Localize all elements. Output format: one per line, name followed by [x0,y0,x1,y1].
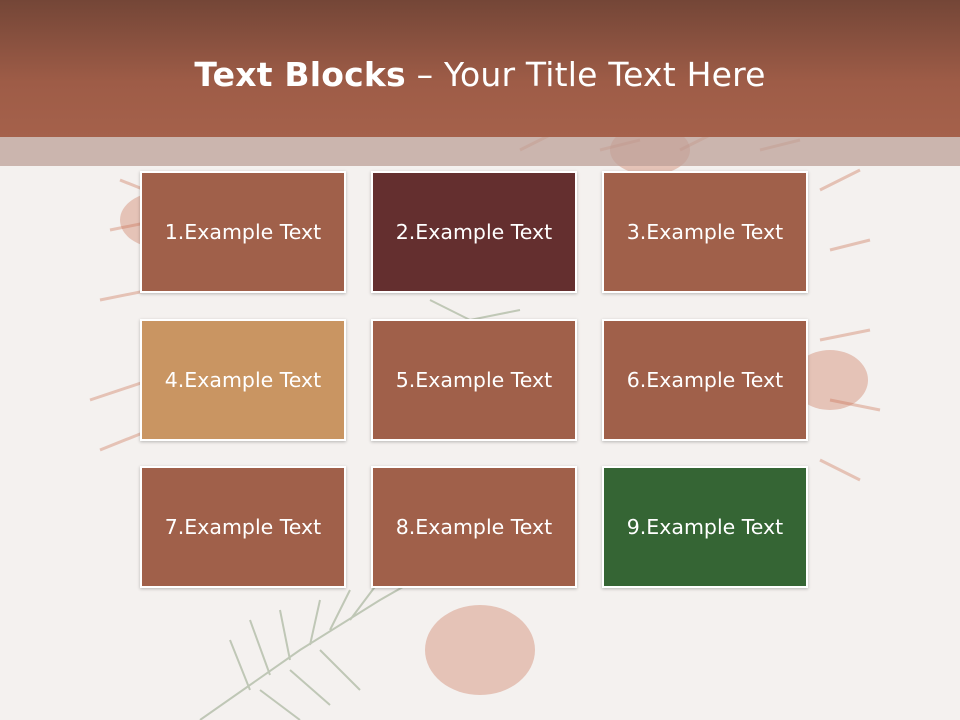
title-rest-part: – Your Title Text Here [405,55,766,94]
text-block-8[interactable]: 8.Example Text [371,466,577,588]
text-block-9[interactable]: 9.Example Text [602,466,808,588]
title-bold-part: Text Blocks [194,55,406,94]
text-block-label: 2.Example Text [395,220,553,244]
text-block-4[interactable]: 4.Example Text [140,319,346,441]
text-block-1[interactable]: 1.Example Text [140,171,346,293]
text-block-label: 1.Example Text [164,220,322,244]
slide-title: Text Blocks – Your Title Text Here [194,55,765,94]
title-bar: Text Blocks – Your Title Text Here [0,0,960,137]
text-block-label: 7.Example Text [164,515,322,539]
text-block-label: 6.Example Text [626,368,784,392]
text-block-5[interactable]: 5.Example Text [371,319,577,441]
header-stripe [0,137,960,166]
text-block-label: 9.Example Text [626,515,784,539]
text-block-6[interactable]: 6.Example Text [602,319,808,441]
text-block-2[interactable]: 2.Example Text [371,171,577,293]
text-block-3[interactable]: 3.Example Text [602,171,808,293]
text-block-label: 5.Example Text [395,368,553,392]
text-block-label: 3.Example Text [626,220,784,244]
text-block-label: 8.Example Text [395,515,553,539]
text-block-label: 4.Example Text [164,368,322,392]
text-block-7[interactable]: 7.Example Text [140,466,346,588]
